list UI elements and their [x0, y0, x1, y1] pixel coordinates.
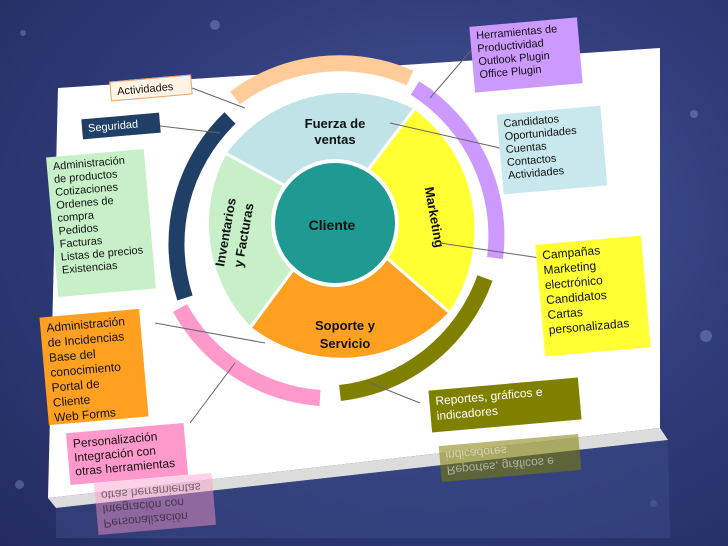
crm-diagram-board: Cliente Fuerza de ventas Marketing Sopor…: [39, 8, 670, 538]
segment-soporte: [247, 210, 453, 361]
fuerza-label-1: Fuerza de: [305, 116, 366, 131]
segment-marketing: [332, 105, 478, 316]
label-incidencias: Administración de Incidencias Base del c…: [39, 308, 149, 426]
label-administracion-productos: Administración de productos Cotizaciones…: [46, 148, 156, 298]
ring-arc-reportes: [339, 275, 493, 401]
segment-fuerza-ventas: [222, 89, 418, 215]
actividades-text: Actividades: [116, 81, 174, 98]
soporte-label-2: Servicio: [320, 336, 371, 351]
label-campanas: Campañas Marketing electrónico Candidato…: [535, 235, 651, 357]
soporte-label-1: Soporte y: [315, 318, 376, 333]
ring-arc-personalizacion: [172, 304, 321, 406]
seguridad-text: Seguridad: [87, 118, 139, 135]
ring-arc-herramientas: [410, 81, 505, 260]
label-candidatos: Candidatos Oportunidades Cuentas Contact…: [496, 105, 608, 195]
reflection-personalizacion: Personalización Integración con otras he…: [93, 472, 217, 536]
center-circle: [271, 159, 399, 287]
wheel-diagram: Cliente Fuerza de ventas Marketing Sopor…: [154, 39, 541, 424]
fuerza-label-2: ventas: [314, 132, 355, 147]
ring-arc-seguridad: [168, 112, 236, 301]
center-label: Cliente: [309, 217, 356, 233]
label-herramientas: Herramientas de Productividad Outlook Pl…: [469, 17, 583, 93]
ring-arc-actividades: [230, 55, 414, 105]
